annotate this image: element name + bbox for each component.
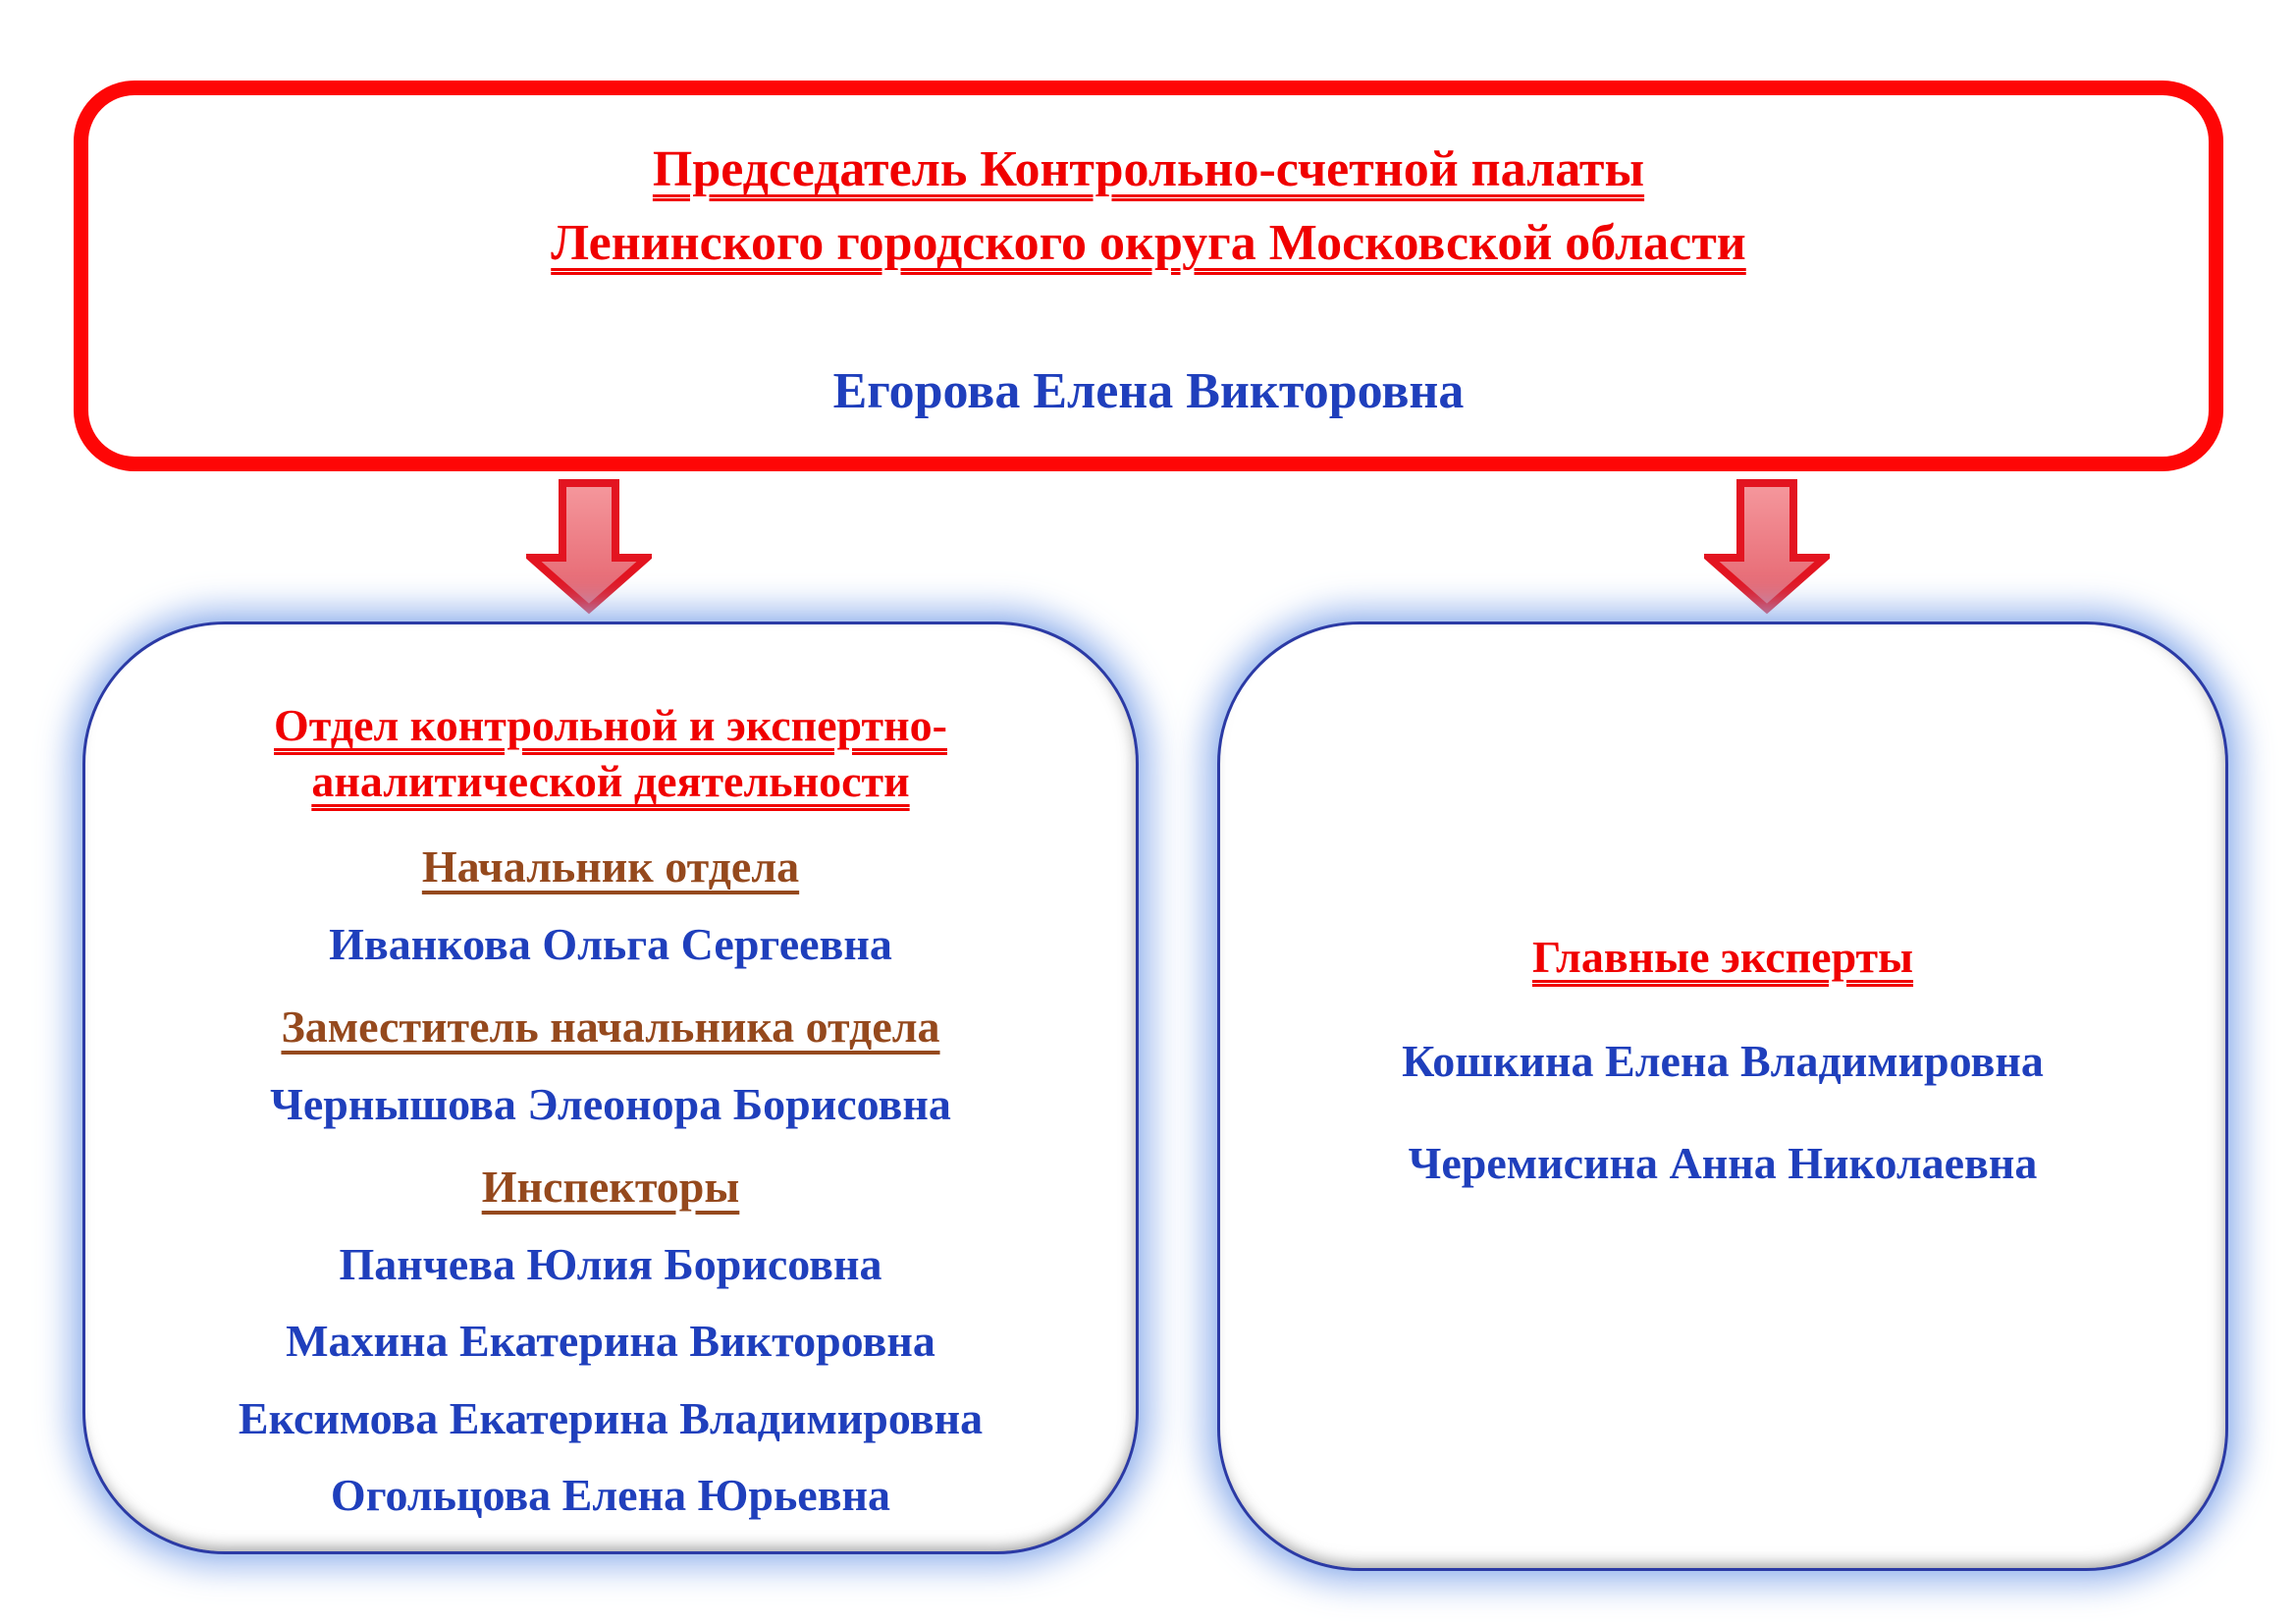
deputy-head-role: Заместитель начальника отдела [281,1001,940,1053]
dept-heading-line-1: Отдел контрольной и экспертно- [274,700,947,750]
inspector-name: Ексимова Екатерина Владимировна [238,1392,984,1443]
chairman-box: Председатель Контрольно-счетной палаты Л… [74,81,2223,471]
chairman-title-line-2: Ленинского городского округа Московской … [551,215,1746,272]
experts-box: Главные эксперты Кошкина Елена Владимиро… [1217,622,2228,1571]
dept-heading: Отдел контрольной и экспертно- аналитиче… [274,697,947,809]
chairman-name: Егорова Елена Викторовна [832,362,1465,419]
head-of-dept-role: Начальник отдела [421,841,800,893]
down-arrow-right-icon [1704,479,1830,615]
experts-heading-line: Главные эксперты [1531,932,1914,982]
chairman-title-line-1: Председатель Контрольно-счетной палаты [652,141,1645,197]
expert-name: Кошкина Елена Владимировна [1402,1036,2044,1087]
inspector-name: Панчева Юлия Борисовна [339,1238,882,1289]
inspector-name: Огольцова Елена Юрьевна [330,1470,891,1521]
expert-name: Черемисина Анна Николаевна [1408,1137,2038,1188]
inspectors-role: Инспекторы [481,1162,740,1213]
chairman-title: Председатель Контрольно-счетной палаты Л… [88,133,2209,281]
deputy-head-name: Чернышова Элеонора Борисовна [270,1078,951,1129]
dept-heading-line-2: аналитической деятельности [311,756,910,807]
head-of-dept-name: Иванкова Ольга Сергеевна [329,918,892,969]
experts-heading: Главные эксперты [1532,929,1913,985]
control-dept-box: Отдел контрольной и экспертно- аналитиче… [82,622,1139,1554]
down-arrow-left-icon [526,479,652,615]
inspector-name: Махина Екатерина Викторовна [286,1316,935,1367]
